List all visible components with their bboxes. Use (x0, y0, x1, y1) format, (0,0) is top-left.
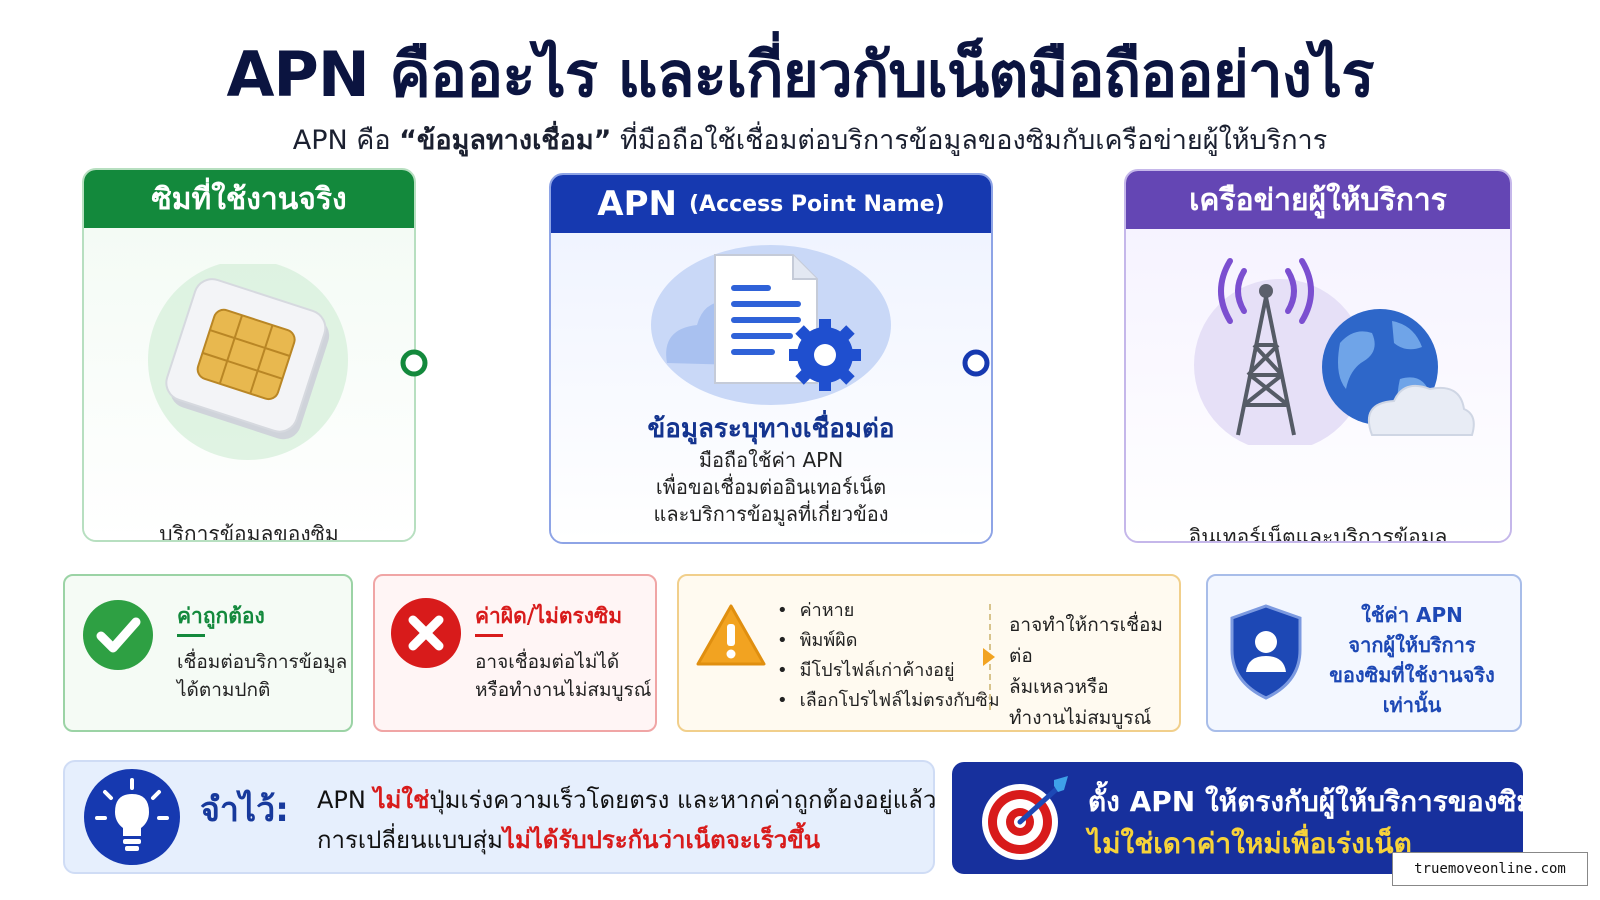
wrong-line: หรือทำงานไม่สมบูรณ์ (475, 679, 652, 701)
sim-card-body: บริการข้อมูลของซิม (84, 228, 414, 540)
apn-description: มือถือใช้ค่า APN เพื่อขอเชื่อมต่ออินเทอร… (551, 447, 991, 528)
shield-text: ใช้ค่า APN จากผู้ให้บริการ ของซิมที่ใช้ง… (1312, 600, 1512, 720)
apn-title: ข้อมูลระบุทางเชื่อมต่อ (647, 414, 895, 444)
wrong-value-box: ค่าผิด/ไม่ตรงซิม อาจเชื่อมต่อไม่ได้ หรือ… (373, 574, 657, 732)
shield-user-icon (1230, 604, 1302, 700)
warning-cause-list: ค่าหาย พิมพ์ผิด มีโปรไฟล์เก่าค้างอยู่ เล… (777, 596, 1000, 716)
sim-card-icon (148, 264, 348, 460)
target-icon (982, 776, 1068, 860)
reminder-text: APN ไม่ใช่ปุ่มเร่งความเร็วโดยตรง และหากค… (317, 780, 936, 860)
x-icon (391, 598, 461, 668)
apn-desc-line: มือถือใช้ค่า APN (698, 448, 844, 472)
warning-box: ค่าหาย พิมพ์ผิด มีโปรไฟล์เก่าค้างอยู่ เล… (677, 574, 1181, 732)
warning-cause-item: เลือกโปรไฟล์ไม่ตรงกับซิม (777, 686, 1000, 716)
apn-card-body: ข้อมูลระบุทางเชื่อมต่อ มือถือใช้ค่า APN … (551, 233, 991, 542)
tip-line-2: ไม่ใช่เดาค่าใหม่เพื่อเร่งเน็ต (1088, 827, 1412, 860)
shield-line: ของซิมที่ใช้งานจริง (1329, 663, 1495, 687)
cell-tower-icon (1194, 258, 1352, 445)
network-card-body: อินเทอร์เน็ตและบริการข้อมูล (1126, 229, 1510, 541)
reminder-line-1: APN ไม่ใช่ปุ่มเร่งความเร็วโดยตรง และหากค… (317, 780, 936, 820)
wrong-line: อาจเชื่อมต่อไม่ได้ (475, 651, 620, 673)
warning-cause-item: พิมพ์ผิด (777, 626, 1000, 656)
tip-line-1: ตั้ง APN ให้ตรงกับผู้ให้บริการของซิม (1088, 785, 1535, 818)
apn-desc-line: และบริการข้อมูลที่เกี่ยวข้อง (653, 502, 889, 526)
sim-card-header: ซิมที่ใช้งานจริง (84, 170, 414, 228)
reminder-text-part: ปุ่มเร่งความเร็วโดยตรง และหากค่าถูกต้องอ… (429, 786, 937, 814)
globe-icon (1322, 309, 1475, 436)
page-title: APN คืออะไร และเกี่ยวกับเน็ตมือถืออย่างไ… (226, 38, 1374, 111)
document-gear-icon (651, 245, 891, 405)
shield-line: เท่านั้น (1382, 693, 1442, 717)
warning-pointer-icon (983, 648, 995, 666)
correct-value-box: ค่าถูกต้อง เชื่อมต่อบริการข้อมูล ได้ตามป… (63, 574, 353, 732)
apn-desc-line: เพื่อขอเชื่อมต่ออินเทอร์เน็ต (655, 475, 887, 499)
reminder-text-part: APN (317, 786, 374, 814)
sim-card-caption: บริการข้อมูลของซิม (159, 522, 339, 542)
reminder-text-part: การเปลี่ยนแบบสุ่ม (317, 826, 503, 854)
subtitle-suffix: ที่มือถือใช้เชื่อมต่อบริการข้อมูลของซิมก… (611, 125, 1328, 156)
network-card-header: เครือข่ายผู้ให้บริการ (1126, 171, 1510, 229)
subtitle-highlight: “ข้อมูลทางเชื่อม” (399, 125, 612, 156)
apn-header-main: APN (597, 184, 677, 224)
warning-result: อาจทำให้การเชื่อมต่อ ล้มเหลวหรือ ทำงานไม… (1009, 610, 1179, 734)
reminder-emphasis: ไม่ใช่ (373, 786, 430, 814)
wrong-title: ค่าผิด/ไม่ตรงซิม (475, 604, 623, 628)
warning-result-line: ล้มเหลวหรือ (1009, 676, 1109, 698)
sim-card-panel: ซิมที่ใช้งานจริง บริการข้อมูลของซิม (82, 168, 416, 542)
apn-card-header: APN (Access Point Name) (551, 175, 991, 233)
correct-underline (177, 634, 205, 637)
apn-header-sub: (Access Point Name) (688, 191, 945, 217)
correct-line: เชื่อมต่อบริการข้อมูล (177, 651, 348, 673)
subtitle-prefix: APN คือ (292, 125, 400, 156)
reminder-emphasis: ไม่ได้รับประกันว่าเน็ตจะเร็วขึ้น (502, 826, 821, 854)
correct-text: เชื่อมต่อบริการข้อมูล ได้ตามปกติ (177, 648, 347, 704)
warning-cause-item: ค่าหาย (777, 596, 1000, 626)
warning-result-line: อาจทำให้การเชื่อมต่อ (1009, 614, 1163, 667)
wrong-underline (475, 634, 503, 637)
warning-icon (696, 604, 766, 666)
reminder-label: จำไว้: (200, 790, 289, 830)
network-card-panel: เครือข่ายผู้ให้บริการ อินเทอร์เน็ตและบริ… (1124, 169, 1512, 543)
reminder-line-2: การเปลี่ยนแบบสุ่มไม่ได้รับประกันว่าเน็ตจ… (317, 820, 936, 860)
watermark: truemoveonline.com (1392, 852, 1588, 886)
correct-line: ได้ตามปกติ (177, 679, 271, 701)
wrong-text: อาจเชื่อมต่อไม่ได้ หรือทำงานไม่สมบูรณ์ (475, 648, 651, 704)
network-card-caption: อินเทอร์เน็ตและบริการข้อมูล (1188, 525, 1448, 543)
page-subtitle: APN คือ “ข้อมูลทางเชื่อม” ที่มือถือใช้เช… (0, 118, 1600, 161)
warning-cause-item: มีโปรไฟล์เก่าค้างอยู่ (777, 656, 1000, 686)
use-provider-apn-box: ใช้ค่า APN จากผู้ให้บริการ ของซิมที่ใช้ง… (1206, 574, 1522, 732)
reminder-note: จำไว้: APN ไม่ใช่ปุ่มเร่งความเร็วโดยตรง … (63, 760, 936, 874)
shield-line: จากผู้ให้บริการ (1348, 633, 1476, 657)
check-icon (83, 600, 153, 670)
warning-result-line: ทำงานไม่สมบูรณ์ (1009, 707, 1152, 729)
apn-card-panel: APN (Access Point Name) (549, 173, 993, 544)
correct-title: ค่าถูกต้อง (177, 604, 265, 628)
lightbulb-icon (84, 769, 180, 865)
shield-line: ใช้ค่า APN (1361, 603, 1463, 627)
